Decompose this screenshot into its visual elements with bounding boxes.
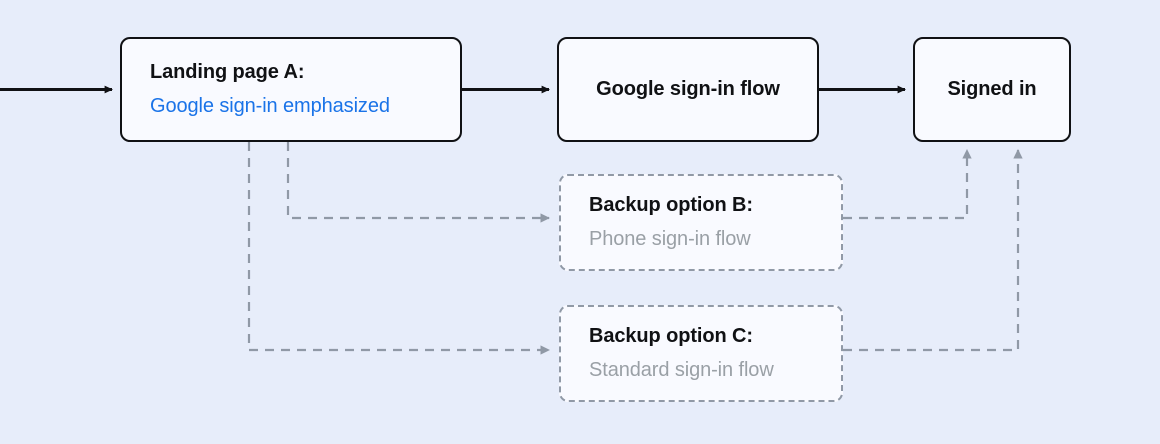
node-landing-page-a-subtitle: Google sign-in emphasized xyxy=(150,95,390,117)
edge-landing-to-backup-b xyxy=(286,142,550,223)
node-backup-option-c-title: Backup option C: xyxy=(589,325,753,347)
edge-landing-to-backup-c xyxy=(247,142,550,355)
node-backup-option-b[interactable]: Backup option B: Phone sign-in flow xyxy=(559,174,843,271)
node-signed-in-title: Signed in xyxy=(947,78,1037,100)
node-google-sign-in-flow-title: Google sign-in flow xyxy=(596,78,780,100)
node-landing-page-a-title: Landing page A: xyxy=(150,61,305,83)
edge-backup-c-to-signed xyxy=(843,149,1023,352)
node-backup-option-c-subtitle: Standard sign-in flow xyxy=(589,359,774,381)
node-backup-option-c[interactable]: Backup option C: Standard sign-in flow xyxy=(559,305,843,402)
node-backup-option-b-title: Backup option B: xyxy=(589,194,753,216)
node-backup-option-b-subtitle: Phone sign-in flow xyxy=(589,228,751,250)
node-signed-in[interactable]: Signed in xyxy=(913,37,1071,142)
node-landing-page-a[interactable]: Landing page A: Google sign-in emphasize… xyxy=(120,37,462,142)
edge-backup-b-to-signed xyxy=(843,149,972,220)
node-google-sign-in-flow[interactable]: Google sign-in flow xyxy=(557,37,819,142)
